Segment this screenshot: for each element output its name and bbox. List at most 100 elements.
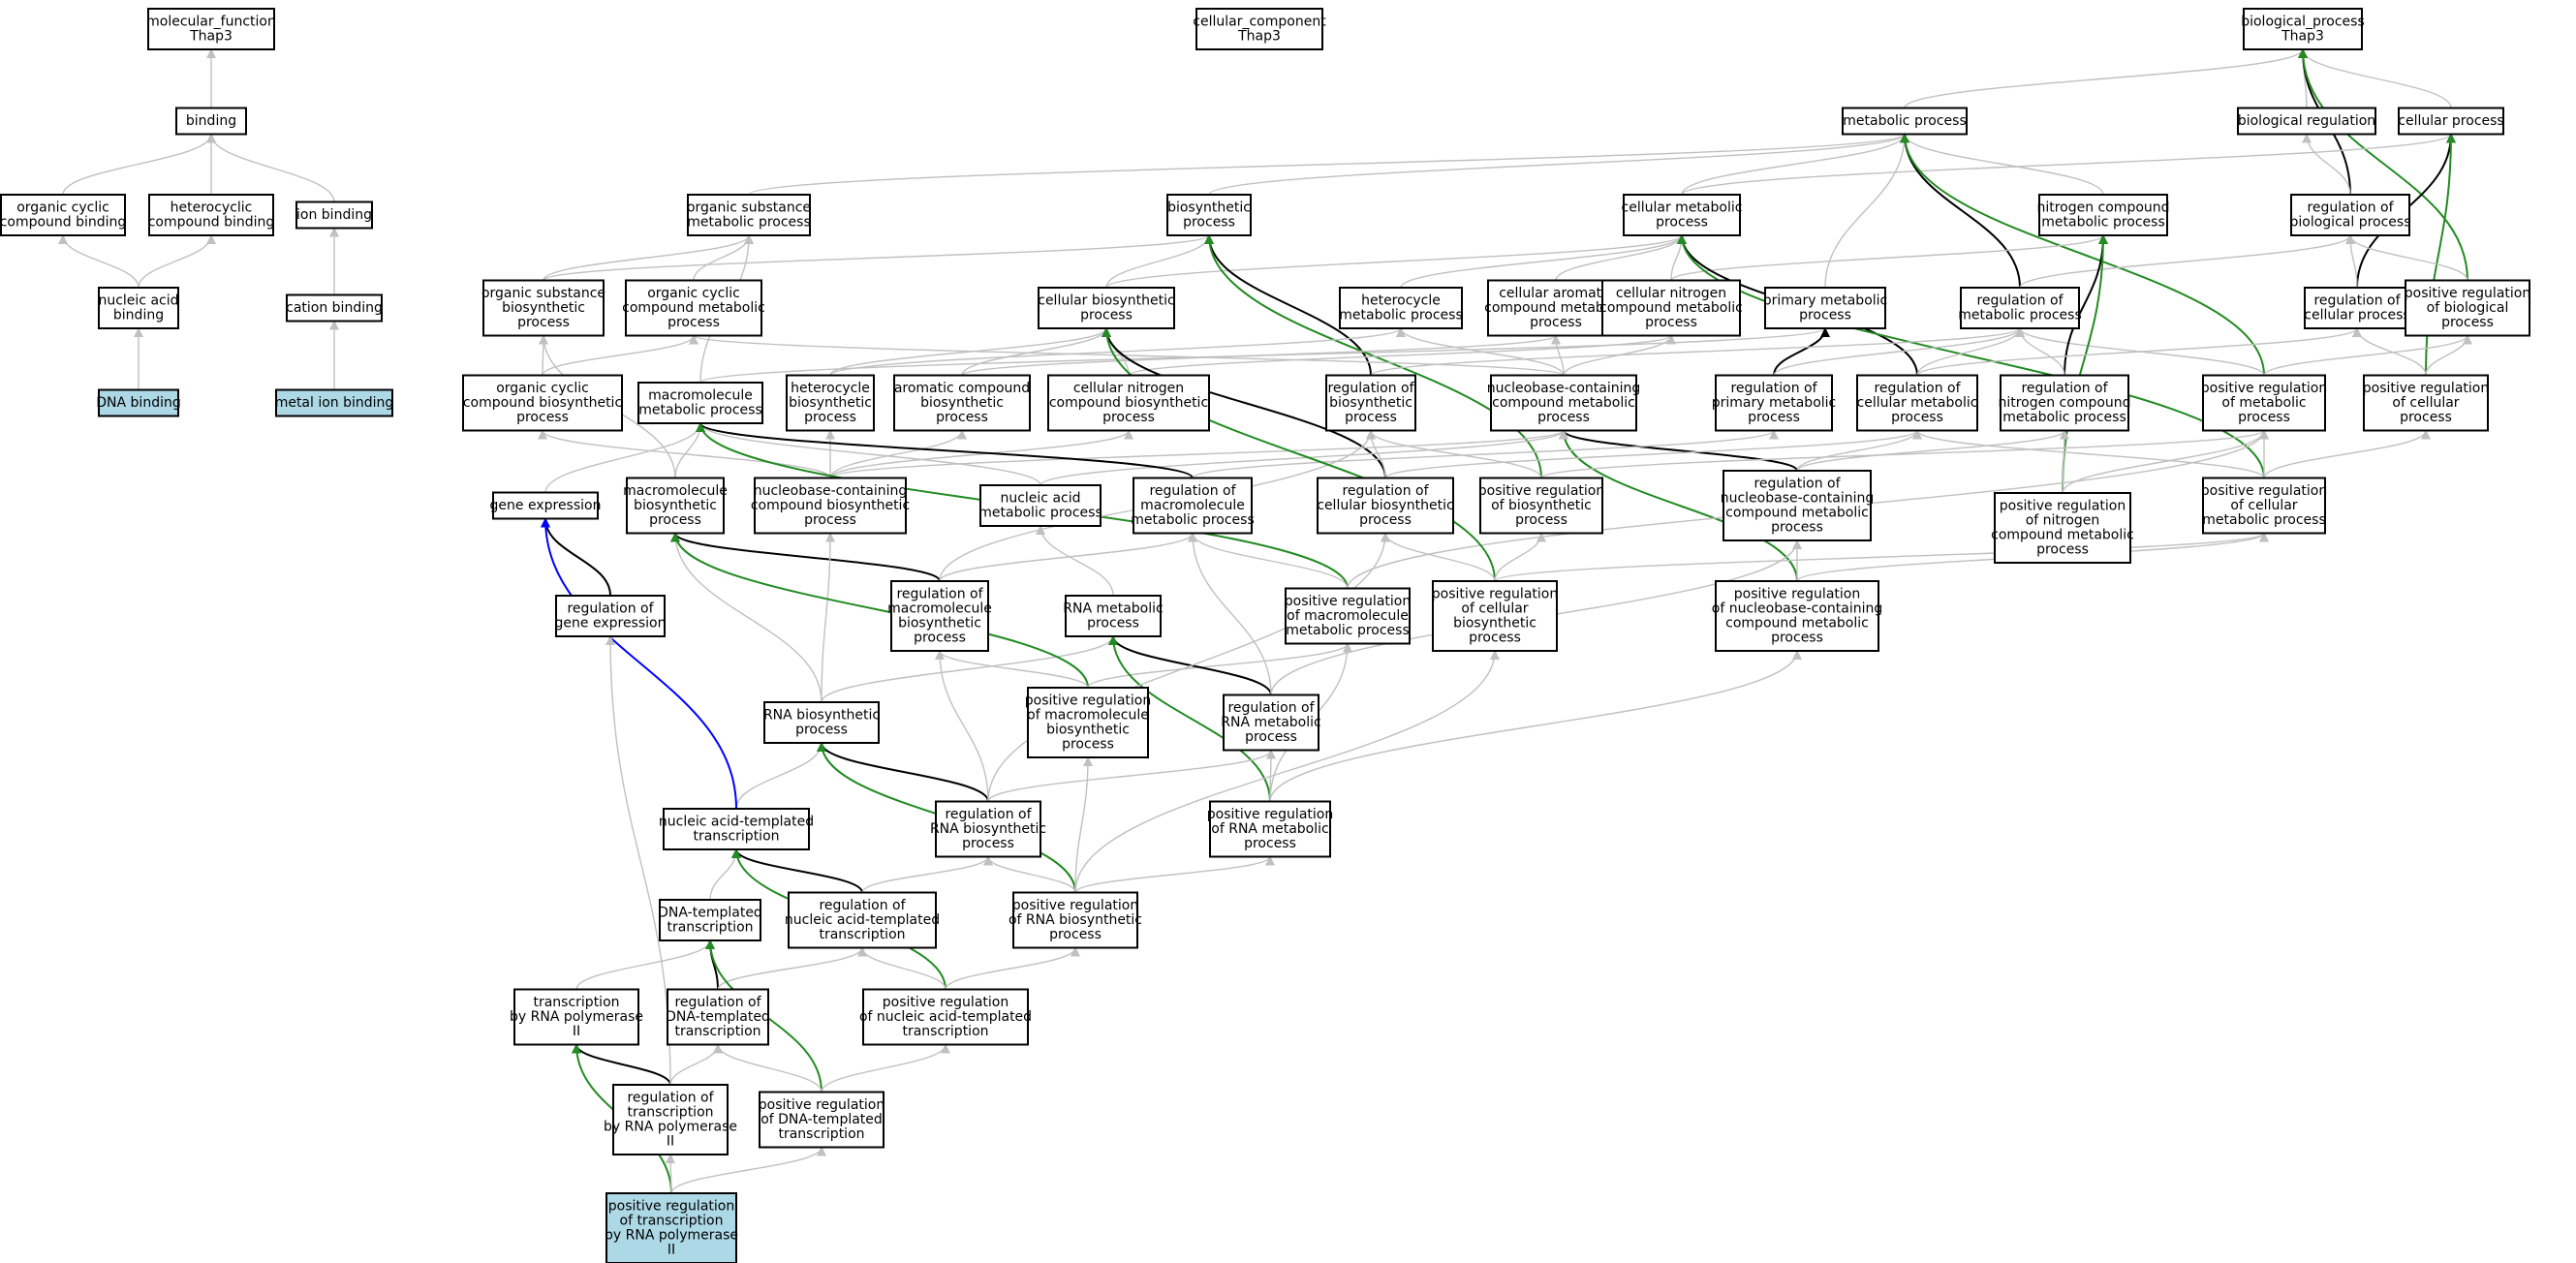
edge-regulates xyxy=(2064,234,2108,376)
go-term-box xyxy=(1479,477,1603,535)
go-term-label-line: positive regulation xyxy=(2201,483,2327,499)
go-term-box xyxy=(625,279,762,337)
go-term-label-line: organic cyclic xyxy=(16,200,109,216)
go-term-node-biological-regulation[interactable]: biological regulation xyxy=(2237,107,2376,136)
go-term-label-line: process xyxy=(1748,410,1800,425)
go-term-node-dna-binding[interactable]: DNA binding xyxy=(96,388,181,417)
go-term-node-cellular-process[interactable]: cellular process xyxy=(2398,107,2504,136)
go-term-label-line: metabolic process xyxy=(2202,512,2326,528)
go-term-label-line: heterocyclic xyxy=(171,200,253,216)
go-term-node-metal-ion-binding[interactable]: metal ion binding xyxy=(275,388,394,417)
go-term-label-line: II xyxy=(667,1243,675,1258)
go-term-label-line: metabolic process xyxy=(978,506,1102,521)
go-term-box xyxy=(2202,374,2326,432)
edge-is-a xyxy=(1128,334,1676,377)
go-term-box xyxy=(1490,374,1637,432)
go-term-label-line: Thap3 xyxy=(189,29,233,45)
go-term-node-metabolic-process[interactable]: metabolic process xyxy=(1842,107,1968,136)
go-term-node-binding[interactable]: binding xyxy=(175,107,247,136)
go-term-label-line: macromolecule xyxy=(887,601,992,617)
go-term-box xyxy=(667,988,769,1046)
go-term-label-line: of metabolic xyxy=(2221,395,2306,411)
edge-positively-regulates xyxy=(1900,133,2265,376)
go-term-node-gene-expression[interactable]: gene expression xyxy=(490,491,602,520)
go-term-box xyxy=(862,988,1029,1046)
edge-is-a xyxy=(666,1154,676,1194)
go-term-label-line: of nucleic acid-templated xyxy=(859,1009,1032,1025)
go-term-node-ion-binding[interactable]: ion binding xyxy=(295,200,373,230)
go-term-label-line: positive regulation xyxy=(1432,587,1558,602)
go-term-box xyxy=(0,194,126,236)
go-term-node-reg-macromolecule-bp[interactable]: regulation ofmacromoleculebiosyntheticpr… xyxy=(887,580,992,652)
go-term-box xyxy=(2405,279,2530,337)
go-term-node-reg-nucleobase-cmp[interactable]: regulation ofnucleobase-containingcompou… xyxy=(1721,470,1875,541)
go-term-label-line: nitrogen compound xyxy=(1998,395,2130,411)
edge-is-a xyxy=(935,650,1089,689)
go-term-node-cation-binding[interactable]: cation binding xyxy=(286,293,383,323)
edge-is-a xyxy=(1670,234,2108,282)
go-term-label-line: biosynthetic xyxy=(502,300,585,316)
